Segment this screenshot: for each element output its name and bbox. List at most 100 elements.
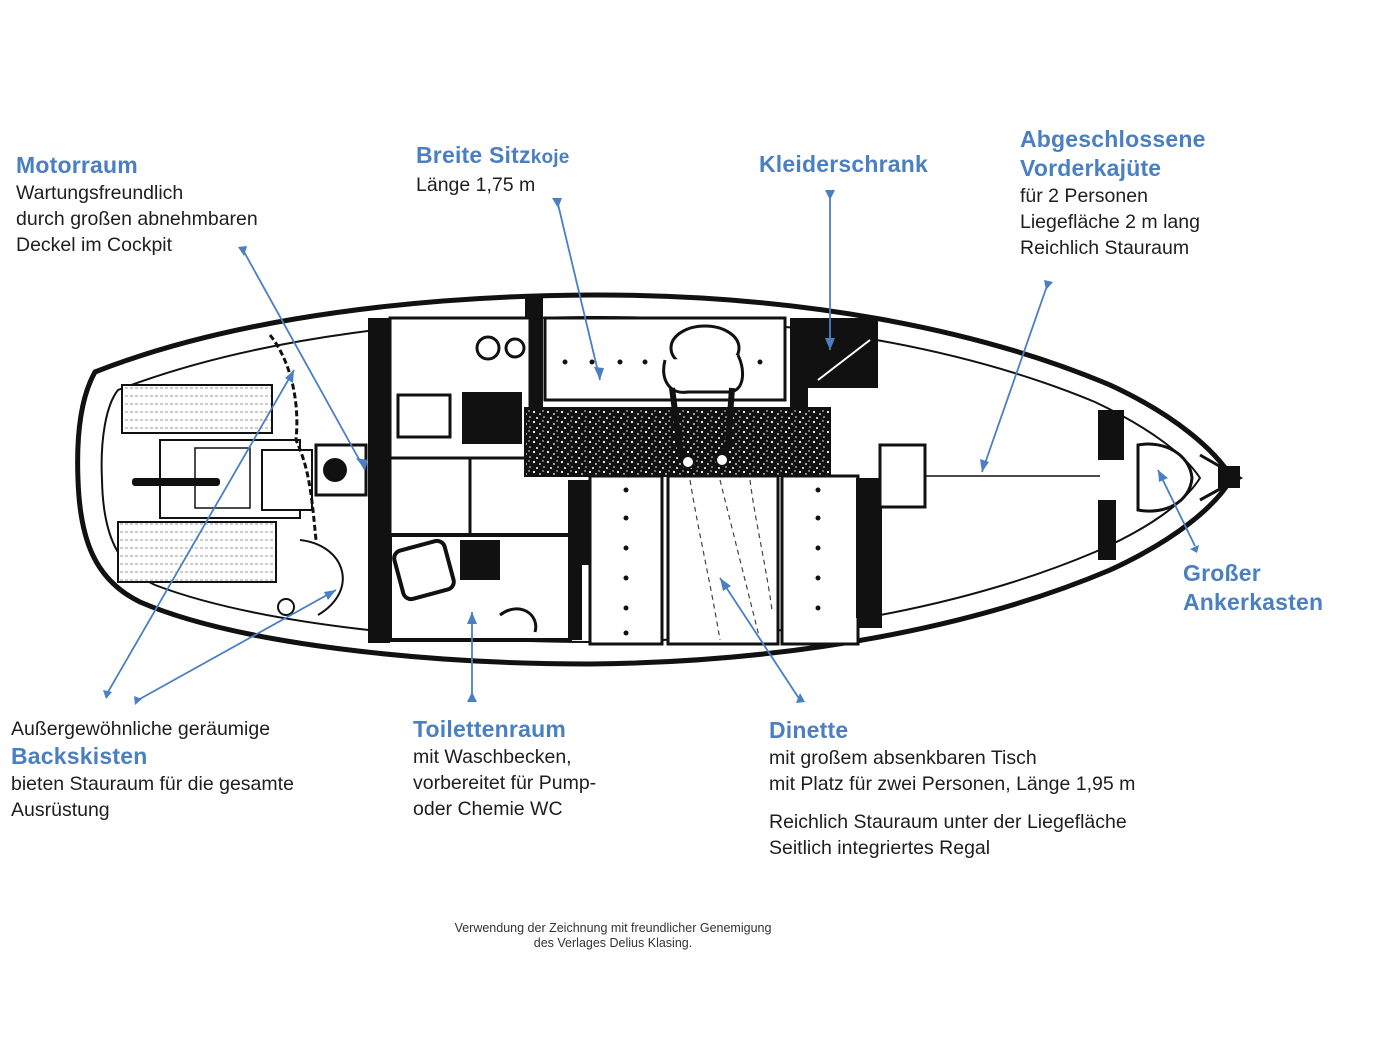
arrow-tail-kleiderschrank xyxy=(825,190,835,200)
galley-sink xyxy=(396,393,452,439)
bow-roller xyxy=(1218,466,1240,488)
dinette-title: Dinette xyxy=(769,717,849,743)
label-kleiderschrank: Kleiderschrank xyxy=(759,150,928,179)
arrow-tail-backskisten-1 xyxy=(103,690,112,699)
dinette-back-right xyxy=(856,478,868,618)
dinette-bench-aft xyxy=(588,474,664,646)
person-back xyxy=(662,354,744,394)
leader-motorraum xyxy=(242,249,366,471)
leader-dinette xyxy=(719,577,801,701)
arrow-head-sitzkoje xyxy=(594,367,604,380)
leader-lines xyxy=(107,192,1196,701)
vorderkajuete-line-3: Reichlich Stauraum xyxy=(1020,237,1190,259)
leader-ankerkasten xyxy=(1157,469,1196,547)
forward-cabin-step xyxy=(878,443,927,509)
arrow-head-motorraum xyxy=(356,458,368,470)
cockpit-side-seat xyxy=(261,449,313,511)
bulkhead-forward-port xyxy=(790,318,808,408)
toilettenraum-line-1: mit Waschbecken, xyxy=(413,746,572,768)
washbasin xyxy=(499,607,538,633)
wardrobe xyxy=(808,318,878,388)
engine-part xyxy=(323,458,347,482)
arrow-tail-ankerkasten xyxy=(1190,545,1199,553)
leader-backskisten-1 xyxy=(107,369,295,693)
galley-cabinet xyxy=(462,392,522,444)
label-vorderkajuete: Abgeschlossene Vorderkajüte für 2 Person… xyxy=(1020,125,1206,261)
tiller xyxy=(132,478,220,486)
cushion-buttons xyxy=(623,487,821,636)
toilettenraum-title: Toilettenraum xyxy=(413,716,566,742)
bulkhead-vorschiff-lower xyxy=(1098,500,1116,560)
backskiste-lid xyxy=(299,539,344,616)
label-ankerkasten: Großer Ankerkasten xyxy=(1183,559,1323,617)
credit-line-1: Verwendung der Zeichnung mit freundliche… xyxy=(454,921,772,935)
sitzkoje-title: Breite Sitzkoje xyxy=(416,141,570,172)
backskisten-pre: Außergewöhnliche geräumige xyxy=(11,718,271,740)
cockpit-bench-lower xyxy=(117,521,277,583)
dinette-table xyxy=(666,474,780,646)
motorraum-line-2: durch großen abnehmbaren xyxy=(16,208,258,230)
arrow-head-ankerkasten xyxy=(1158,470,1168,482)
engine-cover-edge xyxy=(268,334,318,541)
galley-floor xyxy=(388,456,472,540)
dinette-line-1: mit großem absenkbaren Tisch xyxy=(769,747,1037,769)
arrow-tail-vorderkajuete xyxy=(1044,280,1053,290)
arrow-head-backskisten-2 xyxy=(324,590,336,600)
label-motorraum: Motorraum Wartungsfreundlich durch große… xyxy=(16,151,258,258)
toilet-room xyxy=(388,533,572,642)
toilettenraum-line-2: vorbereitet für Pump- xyxy=(413,772,597,794)
table-wood-grain xyxy=(689,479,773,641)
motorraum-line-1: Wartungsfreundlich xyxy=(16,182,184,204)
stove-burner-2 xyxy=(504,337,526,359)
motorraum-line-3: Deckel im Cockpit xyxy=(16,234,173,256)
vorderkajuete-line-2: Liegefläche 2 m lang xyxy=(1020,211,1200,233)
cockpit-bench-upper xyxy=(121,384,273,434)
arrow-heads xyxy=(285,338,1168,624)
sitzkoje-line-1: Länge 1,75 m xyxy=(416,174,536,196)
vorderkajuete-line-1: für 2 Personen xyxy=(1020,185,1148,207)
arrow-head-backskisten-1 xyxy=(285,370,294,383)
winch xyxy=(277,598,295,616)
dinette-back-left xyxy=(578,480,590,565)
dinette-bench-forward xyxy=(780,474,860,646)
leader-backskisten-2 xyxy=(137,589,337,701)
dinette-line-2: mit Platz für zwei Personen, Länge 1,95 … xyxy=(769,773,1136,795)
label-toilettenraum: Toilettenraum mit Waschbecken, vorbereit… xyxy=(413,715,596,822)
bulkhead-vorschiff-upper xyxy=(1098,410,1124,460)
arrow-head-toilettenraum xyxy=(467,612,477,624)
backskisten-line-2: Ausrüstung xyxy=(11,799,110,821)
sitzkoje-title-main: Breite Sitz xyxy=(416,142,531,168)
arrow-tail-dinette xyxy=(796,693,805,703)
label-dinette: Dinette mit großem absenkbaren Tisch mit… xyxy=(769,716,1135,861)
label-sitzkoje: Breite Sitzkoje Länge 1,75 m xyxy=(416,141,570,198)
arrow-head-kleiderschrank xyxy=(825,338,835,350)
credit-note: Verwendung der Zeichnung mit freundliche… xyxy=(0,921,1226,951)
dinette-extra-line-2: Seitlich integriertes Regal xyxy=(769,837,991,859)
bulkhead-companionway xyxy=(368,318,390,643)
label-backskisten: Außergewöhnliche geräumige Backskisten b… xyxy=(11,716,294,823)
toilettenraum-line-3: oder Chemie WC xyxy=(413,798,563,820)
ankerkasten-title-1: Großer xyxy=(1183,560,1261,586)
settee xyxy=(524,316,878,477)
backskisten-line-1: bieten Stauraum für die gesamte xyxy=(11,773,294,795)
arrow-head-vorderkajuete xyxy=(980,459,989,472)
leader-sitzkoje xyxy=(556,199,601,381)
toilet-seat xyxy=(392,538,456,602)
person-figure xyxy=(662,324,744,469)
arrow-tail-sitzkoje xyxy=(552,198,562,208)
galley xyxy=(388,316,532,540)
kleiderschrank-title: Kleiderschrank xyxy=(759,151,928,177)
vorderkajuete-title-1: Abgeschlossene xyxy=(1020,126,1206,152)
stove-burner xyxy=(475,335,501,361)
arrow-head-dinette xyxy=(720,578,731,591)
arrow-tail-backskisten-2 xyxy=(134,696,142,705)
wardrobe-door xyxy=(817,339,871,381)
credit-line-2: des Verlages Delius Klasing. xyxy=(533,936,693,950)
sitzkoje-title-small: koje xyxy=(530,147,570,168)
toilet-shelf xyxy=(460,540,500,580)
backskisten-title: Backskisten xyxy=(11,743,148,769)
arrow-tails xyxy=(103,190,1199,705)
dinette xyxy=(578,474,868,646)
leader-vorderkajuete xyxy=(981,282,1049,473)
